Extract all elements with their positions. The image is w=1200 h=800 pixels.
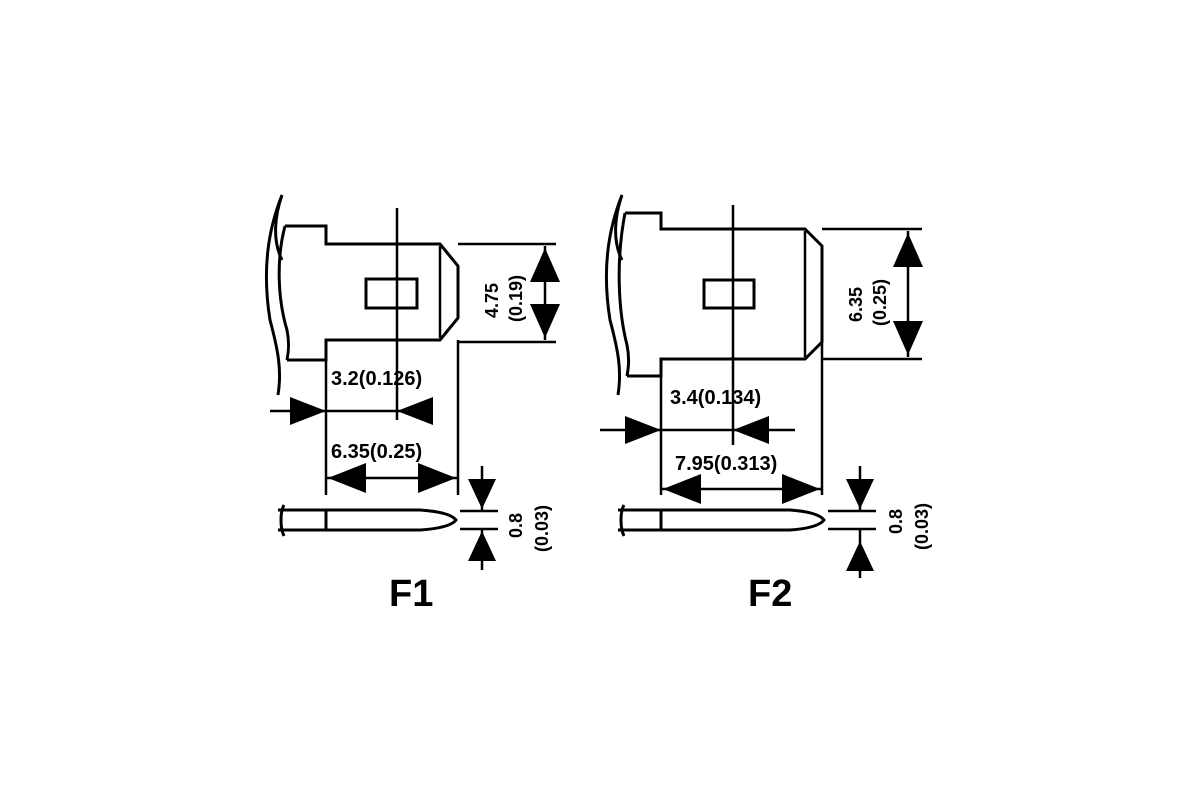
- f1-slot: [364, 277, 419, 310]
- f1-thick-arrow-bottom: [468, 531, 496, 561]
- f1-thickness-dim: 0.8: [506, 513, 526, 538]
- f1-width-arrow-left: [328, 463, 366, 493]
- f1-offset-arrow-left: [290, 397, 326, 425]
- f2-thickness-dim: 0.8: [886, 509, 906, 534]
- f2-side-view: [618, 504, 826, 537]
- f2-width-arrow-right: [782, 474, 820, 504]
- f1-width-dim: 6.35(0.25): [331, 441, 422, 463]
- f2-height-dim-inch: (0.25): [870, 279, 890, 326]
- figure-f2: 3.4(0.134) 7.95(0.313) 6.35 (0.25) 0.8 (…: [600, 194, 932, 615]
- figure-f1: 3.2(0.126) 6.35(0.25) 4.75 (0.19) 0.8 (0…: [264, 194, 560, 615]
- f1-height-arrow-top: [530, 248, 560, 282]
- f2-terminal-inner-edge: [617, 212, 631, 377]
- f2-terminal-outline: [604, 194, 824, 396]
- f2-width-dim: 7.95(0.313): [675, 453, 777, 475]
- f2-height-arrow-top: [893, 233, 923, 267]
- f2-offset-dim: 3.4(0.134): [670, 387, 761, 409]
- f2-slot: [702, 278, 756, 310]
- f1-thick-arrow-top: [468, 479, 496, 509]
- f2-offset-arrow-left: [625, 416, 661, 444]
- f2-thickness-dim-inch: (0.03): [912, 503, 932, 550]
- f2-height-arrow-bottom: [893, 321, 923, 355]
- f1-height-dim: 4.75: [482, 283, 502, 318]
- f2-width-arrow-left: [663, 474, 701, 504]
- f1-offset-arrow-right: [397, 397, 433, 425]
- f1-label: F1: [389, 573, 433, 615]
- f2-height-dim: 6.35: [846, 287, 866, 322]
- f1-width-arrow-right: [418, 463, 456, 493]
- f2-label: F2: [748, 573, 792, 615]
- f1-thickness-dim-inch: (0.03): [532, 505, 552, 552]
- f1-terminal-inner-edge: [277, 225, 291, 361]
- f1-offset-dim: 3.2(0.126): [331, 368, 422, 390]
- f2-thick-arrow-top: [846, 479, 874, 509]
- f1-side-view: [278, 504, 458, 537]
- f1-height-arrow-bottom: [530, 304, 560, 338]
- f2-thick-arrow-bottom: [846, 541, 874, 571]
- f2-offset-arrow-right: [733, 416, 769, 444]
- f1-terminal-outline: [264, 194, 460, 396]
- f1-height-dim-inch: (0.19): [506, 275, 526, 322]
